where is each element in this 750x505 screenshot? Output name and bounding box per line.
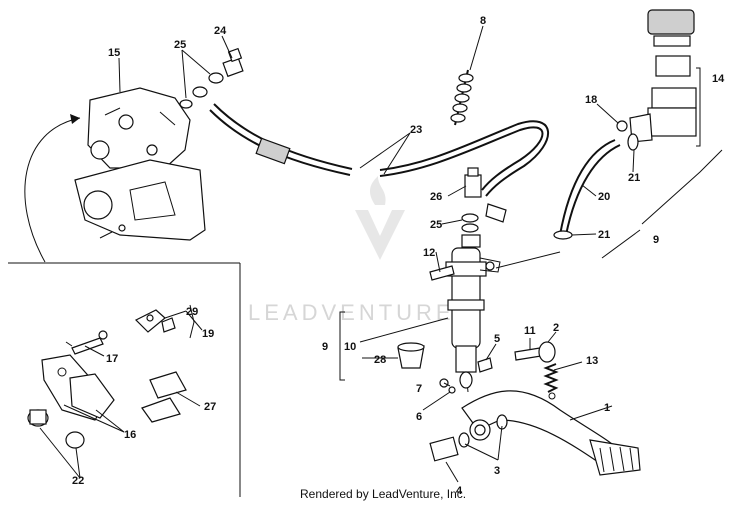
callout-7: 7 bbox=[416, 383, 422, 395]
callout-6: 6 bbox=[416, 411, 422, 423]
callout-25-middle: 25 bbox=[430, 219, 442, 231]
bracket-29 bbox=[134, 309, 176, 333]
callout-11: 11 bbox=[524, 325, 536, 337]
callout-17: 17 bbox=[106, 353, 118, 365]
brake-fluid-reservoir bbox=[629, 9, 697, 143]
bolt-11 bbox=[514, 347, 542, 361]
callout-1: 1 bbox=[604, 402, 610, 414]
callout-3: 3 bbox=[494, 465, 500, 477]
callout-29: 29 bbox=[186, 306, 198, 318]
brake-caliper bbox=[74, 87, 206, 241]
callout-18: 18 bbox=[585, 94, 597, 106]
brake-hose-upper bbox=[209, 103, 550, 197]
rubber-boot bbox=[397, 342, 425, 369]
group-brackets bbox=[189, 67, 723, 381]
callout-labels: 1 2 3 4 5 6 7 8 9 9 10 11 12 13 14 15 16… bbox=[72, 15, 725, 497]
reservoir-hose bbox=[559, 139, 616, 236]
callout-27: 27 bbox=[204, 401, 216, 413]
brake-pads bbox=[41, 354, 115, 421]
pad-spring-27 bbox=[141, 371, 187, 423]
callout-12: 12 bbox=[423, 247, 435, 259]
callout-19: 19 bbox=[202, 328, 214, 340]
callout-13: 13 bbox=[586, 355, 598, 367]
watermark-text: LEADVENTURE bbox=[248, 300, 455, 325]
callout-9-lower: 9 bbox=[322, 341, 328, 353]
callout-28: 28 bbox=[374, 354, 386, 366]
callout-16: 16 bbox=[124, 429, 136, 441]
callout-8: 8 bbox=[480, 15, 486, 27]
reservoir-hose-inner bbox=[565, 144, 621, 236]
callout-14: 14 bbox=[712, 73, 725, 85]
watermark-logo bbox=[355, 176, 405, 260]
pad-pin-17 bbox=[65, 330, 108, 355]
callout-21-upper: 21 bbox=[628, 172, 640, 184]
cap-2 bbox=[538, 341, 556, 363]
callout-24: 24 bbox=[214, 25, 227, 37]
callout-20: 20 bbox=[598, 191, 610, 203]
footer-rendered-by: Rendered by LeadVenture, Inc. bbox=[300, 487, 466, 501]
banjo-bolt-top bbox=[179, 47, 244, 109]
callout-26: 26 bbox=[430, 191, 442, 203]
hose-clip-lower bbox=[553, 230, 573, 240]
callout-22: 22 bbox=[72, 475, 84, 487]
rear-master-cylinder bbox=[445, 247, 501, 393]
callout-25-top: 25 bbox=[174, 39, 186, 51]
callout-15: 15 bbox=[108, 47, 120, 59]
nut-5 bbox=[477, 357, 493, 373]
return-spring bbox=[543, 363, 559, 400]
callout-4: 4 bbox=[456, 485, 463, 497]
leader-lines bbox=[39, 25, 635, 483]
sleeve-22 bbox=[27, 409, 85, 449]
callout-2: 2 bbox=[553, 322, 559, 334]
brake-pedal bbox=[461, 390, 641, 476]
inset-pointer-arrow bbox=[24, 117, 81, 263]
pivot-bolt bbox=[429, 414, 508, 462]
callout-23: 23 bbox=[410, 124, 422, 136]
callout-21-lower: 21 bbox=[598, 229, 610, 241]
reservoir-screw bbox=[616, 120, 628, 132]
callout-10: 10 bbox=[344, 341, 356, 353]
callout-5: 5 bbox=[494, 333, 500, 345]
inset-frame bbox=[8, 262, 241, 497]
bolt-12 bbox=[429, 265, 455, 281]
banjo-bolt-middle bbox=[461, 167, 507, 248]
callout-9-upper: 9 bbox=[653, 234, 659, 246]
hose-guard-spring bbox=[450, 69, 474, 126]
hose-clip-upper bbox=[627, 133, 639, 151]
pin-6 bbox=[448, 386, 456, 394]
